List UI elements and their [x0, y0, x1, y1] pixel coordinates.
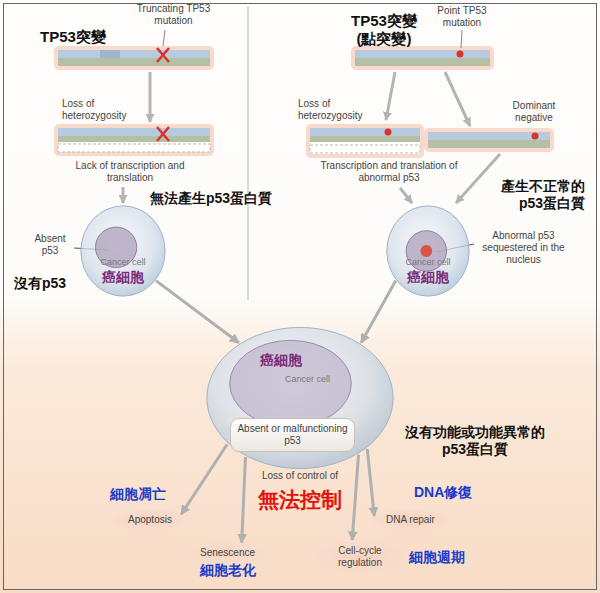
cell-label: Cancer cell — [285, 374, 330, 384]
box-text: Absent or malfunctioning p53 — [237, 423, 348, 447]
annotation-label: Point TP53 mutation — [422, 5, 502, 29]
cell-name: 癌細胞 — [80, 269, 166, 285]
flow-arrow — [352, 455, 358, 541]
cell-label: Cancer cell — [80, 257, 166, 267]
annotation-label: Loss of heterozygosity — [62, 98, 142, 122]
flow-arrow — [361, 281, 396, 343]
annotation-label: TP53突變 — [40, 28, 106, 46]
annotation-label: 無法產生p53蛋白質 — [150, 190, 272, 207]
annotation-label: Absent p53 — [28, 233, 72, 257]
outcome-text: Cell-cycle regulation — [329, 545, 391, 569]
annotation-label: Lack of transcription and translation — [68, 160, 192, 184]
outcome-heading: DNA修復 — [414, 484, 472, 501]
annotation-label: Truncating TP53 mutation — [126, 3, 221, 27]
outcome-text: Senescence — [200, 547, 255, 559]
outcome-heading: 細胞週期 — [409, 549, 465, 566]
annotation-label: Loss of heterozygosity — [298, 98, 378, 122]
annotation-label: TP53突變 (點突變) — [344, 12, 424, 48]
outcome-oval: DNA repairDNA修復 — [372, 509, 449, 531]
cancer-cell: Cancer cell 癌細胞 — [386, 205, 470, 297]
flow-arrow — [242, 457, 246, 543]
annotation-label: 沒有功能或功能異常的 p53蛋白質 — [400, 424, 550, 458]
annotation-label: Transcription and translation of abnorma… — [318, 160, 460, 184]
flow-arrow — [367, 449, 374, 516]
outcome-heading: 細胞老化 — [200, 562, 256, 579]
flow-arrow — [181, 444, 227, 514]
cell-name: 癌細胞 — [386, 269, 470, 285]
cell-label: Cancer cell — [386, 257, 470, 267]
annotation-label: 無法控制 — [240, 487, 360, 512]
outcome-text: Apoptosis — [128, 514, 172, 526]
annotation-label: Abnormal p53 sequestered in the nucleus — [476, 230, 571, 266]
annotation-label: 沒有p53 — [14, 275, 66, 292]
status-box: Absent or malfunctioning p53 — [230, 418, 355, 452]
annotation-label: Dominant negative — [505, 100, 563, 124]
outcome-oval: Senescence細胞老化 — [186, 542, 269, 564]
outcome-text: DNA repair — [386, 514, 435, 526]
large-cancer-cell: 癌細胞 Cancer cellAbsent or malfunctioning p… — [205, 326, 395, 470]
outcome-oval: Cell-cycle regulation細胞週期 — [315, 540, 405, 574]
flow-arrow — [156, 281, 239, 343]
outcome-heading: 細胞凋亡 — [110, 486, 166, 503]
annotation-label: Loss of control of — [250, 470, 350, 482]
annotation-label: 產生不正常的 p53蛋白質 — [485, 178, 585, 212]
outcome-oval: Apoptosis細胞凋亡 — [114, 509, 186, 531]
cell-name: 癌細胞 — [260, 352, 302, 368]
cancer-cell: Cancer cell 癌細胞 — [80, 205, 166, 297]
